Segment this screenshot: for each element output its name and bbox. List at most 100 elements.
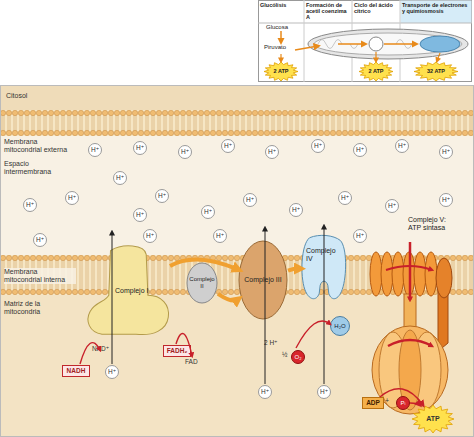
text-label: FAD: [185, 358, 205, 365]
molecule-circle: [292, 351, 305, 364]
node-text: Glucólisis: [260, 2, 302, 8]
proton-ion: H⁺: [338, 191, 352, 205]
molecule-box: [63, 366, 90, 377]
rotor-subunit: [425, 252, 437, 296]
flow-arrow: [338, 43, 365, 45]
node-text: O₂: [295, 354, 302, 361]
proton-ion: H⁺: [155, 189, 169, 203]
proton-pump-arrow: [265, 228, 266, 384]
proton-ion: H⁺: [133, 208, 147, 222]
reaction-arrow: [410, 403, 420, 405]
molecule-circle: [397, 397, 410, 410]
node-text: Piruvato: [264, 44, 302, 51]
flow-arrow: [280, 54, 281, 61]
molecule-box: [164, 346, 191, 357]
text-label: Membrana mitocondrial externa: [4, 138, 76, 154]
node-text: ATP: [426, 415, 439, 423]
atp-starburst: [359, 62, 393, 81]
proton-ion: H⁺: [385, 199, 399, 213]
proton-ion: H⁺: [439, 145, 453, 159]
rotor-subunit: [403, 252, 415, 296]
text-label: Matriz de la mitocondria: [4, 300, 76, 316]
proton-flow-arrow: [409, 242, 412, 300]
proton-pump-arrow: [112, 232, 113, 364]
proton-ion: H⁺: [33, 233, 47, 247]
node-circle: Pᵢ: [396, 396, 410, 410]
node-text: ADP: [366, 399, 380, 406]
inset-divider: [352, 0, 353, 82]
proton-ion: H⁺: [289, 203, 303, 217]
node-text: 2 ATP: [274, 68, 289, 74]
proton-ion: H⁺: [265, 145, 279, 159]
node-text: H₂O: [334, 323, 345, 330]
rotation-arrow: [388, 340, 432, 346]
inset-frame: [259, 1, 472, 82]
cytosol-band: [1, 86, 473, 110]
node-column: GlucólisisGlucosaPiruvato2 ATP: [258, 0, 304, 82]
text-label: 2 H⁺: [264, 339, 290, 346]
electron-arrow: [176, 333, 192, 356]
node-blob4: Complejo IV: [300, 235, 348, 303]
molecule-box: [363, 398, 384, 409]
flow-arrow: [375, 52, 376, 61]
proton-pump-arrow: [324, 226, 325, 384]
node-shape: [368, 248, 453, 418]
node-text: Complejo IV: [306, 247, 344, 262]
node-text: 32 ATP: [427, 68, 445, 74]
mitochondrion-inner: [314, 33, 462, 55]
central-stalk: [404, 294, 416, 328]
node-box: ADP: [362, 397, 384, 409]
electron-arrow: [80, 343, 100, 364]
node-box: NADH: [62, 365, 90, 377]
complex-shape: [187, 263, 217, 303]
text-label: NAD⁺: [92, 345, 116, 352]
node-shape: [300, 235, 348, 303]
node-text: Complejo II: [187, 276, 217, 289]
complex-shape: [302, 235, 346, 298]
node-star: 2 ATP: [359, 62, 393, 81]
node-ellipse: Complejo II: [186, 262, 218, 304]
node-text: NADH: [67, 367, 86, 374]
electron-flow-arrow: [170, 259, 238, 269]
inset-divider: [304, 0, 305, 82]
atp-starburst: [414, 62, 458, 81]
node-text: Ciclo del ácido cítrico: [354, 2, 398, 14]
rotor-subunit: [370, 252, 382, 296]
node-text: Transporte de electrones y quimiosmosis: [402, 2, 470, 14]
cristae: [318, 40, 412, 49]
electron-flow-arrow: [288, 269, 300, 271]
atp-starburst: [412, 405, 454, 433]
node-text: 2 ATP: [369, 68, 384, 74]
inset-divider: [400, 0, 401, 82]
proton-ion: H⁺: [213, 229, 227, 243]
node-text: Formación de acetil coenzima A: [306, 2, 350, 20]
rotor-subunit: [392, 252, 404, 296]
electron-arrow: [296, 321, 330, 348]
outer-membrane: [1, 110, 473, 136]
electron-transport-highlight: [420, 36, 460, 52]
node-text: Pᵢ: [401, 400, 406, 407]
node-ellipse: Complejo III: [238, 240, 288, 320]
text-label: ½: [282, 351, 292, 358]
reaction-arrow: [380, 389, 423, 405]
complex-shape: [239, 241, 287, 319]
proton-ion: H⁺: [395, 139, 409, 153]
proton-ion: H⁺: [439, 193, 453, 207]
node-box: FADH₂: [163, 345, 191, 357]
panel-frame: [1, 86, 474, 437]
node-text: Complejo I: [115, 287, 165, 295]
proton-ion: H⁺: [88, 143, 102, 157]
text-label: Citosol: [6, 92, 66, 100]
node-text: Complejo III: [244, 276, 281, 284]
inset-header-highlight: [401, 1, 472, 24]
flow-arrow: [295, 46, 318, 50]
proton-ion: H⁺: [65, 191, 79, 205]
flow-arrow: [437, 53, 440, 61]
proton-ion: H⁺: [243, 193, 257, 207]
proton-ion: H⁺: [143, 229, 157, 243]
molecule-circle: [331, 317, 350, 336]
proton-ion: H⁺: [133, 141, 147, 155]
flow-arrow: [384, 43, 416, 45]
